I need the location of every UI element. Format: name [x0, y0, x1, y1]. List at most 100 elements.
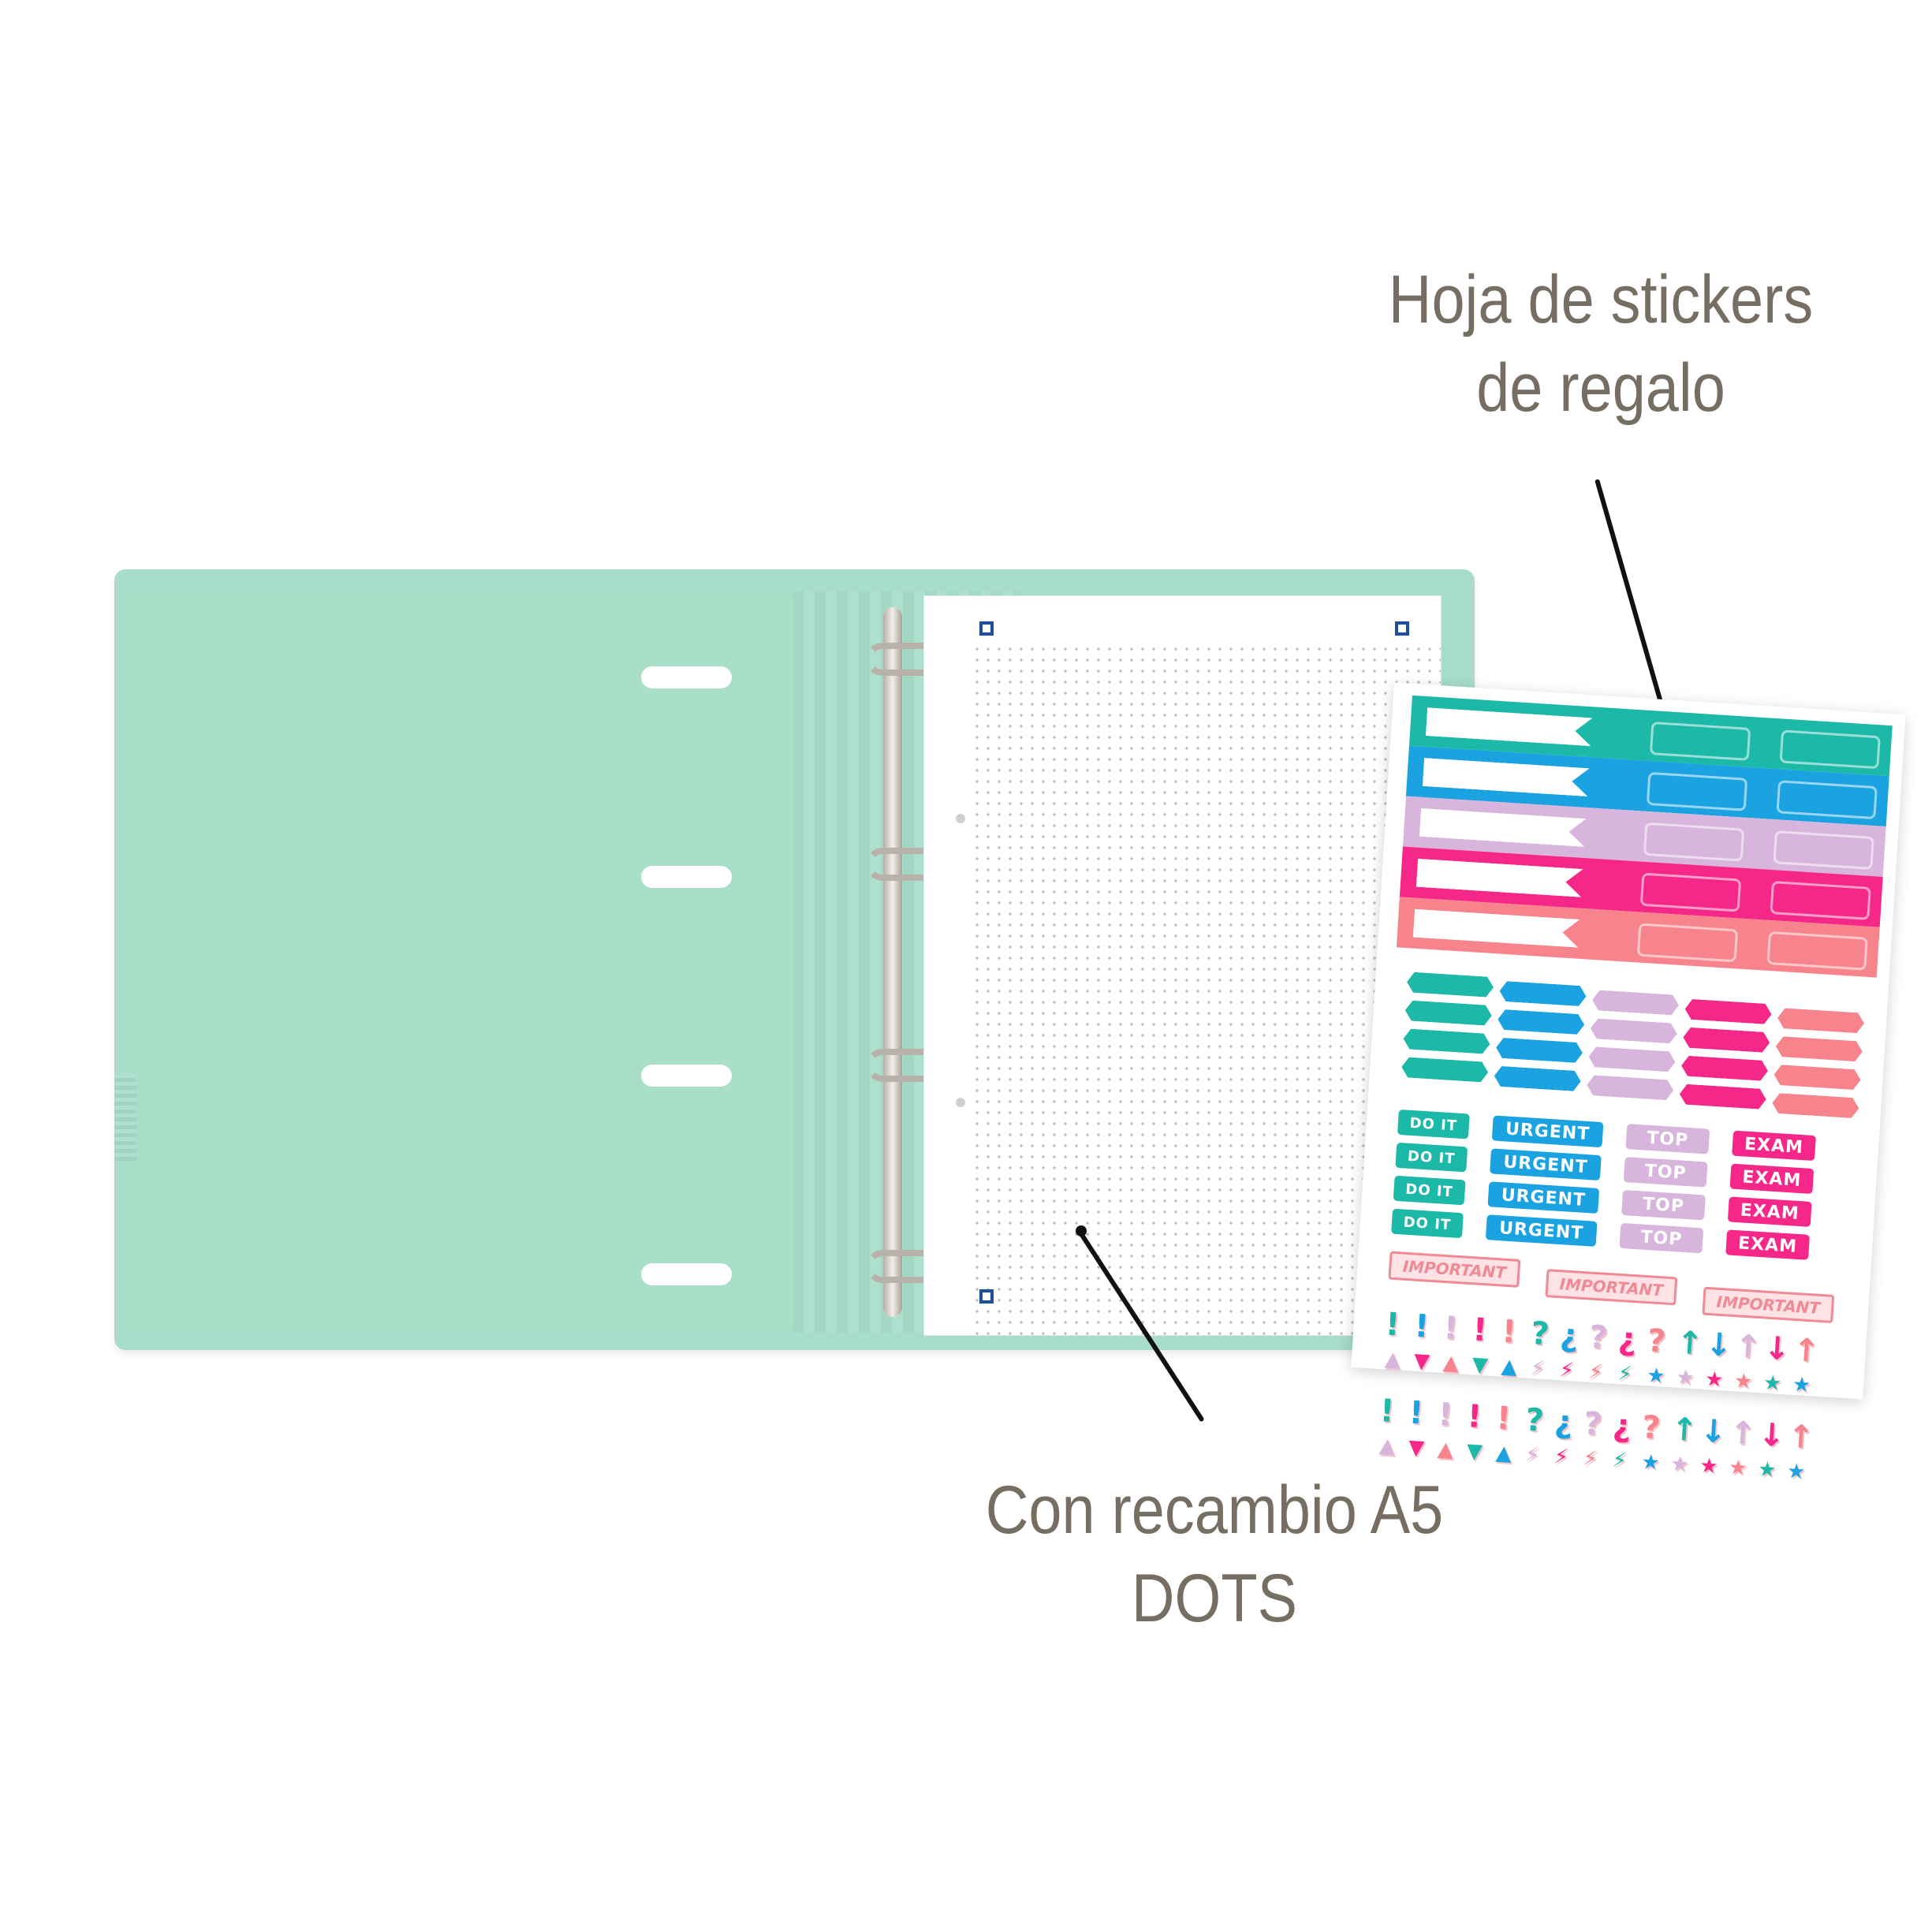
symbol-sticker: !: [1408, 1394, 1425, 1432]
top-sticker: TOP: [1625, 1124, 1710, 1154]
hex-tab-sticker: [1590, 1018, 1677, 1044]
tab-sticker: [1636, 923, 1739, 963]
symbol-sticker: ¿: [1558, 1317, 1580, 1355]
flag-sticker: [1413, 909, 1580, 948]
flag-sticker: [1423, 758, 1590, 796]
flag-sticker: [1416, 859, 1583, 897]
tab-sticker: [1766, 931, 1868, 971]
symbol-sticker: !: [1495, 1400, 1512, 1438]
important-sticker: IMPORTANT: [1388, 1251, 1521, 1288]
symbol-sticker: !: [1471, 1311, 1489, 1349]
tab-sticker: [1770, 881, 1871, 920]
hex-tab-sticker: [1684, 998, 1772, 1024]
symbol-sticker: ?: [1530, 1315, 1551, 1353]
symbol-sticker: !: [1378, 1393, 1396, 1430]
symbol-sticker: ¿: [1611, 1407, 1632, 1445]
symbol-sticker: ¿: [1553, 1404, 1575, 1442]
shape-sticker: ▲: [1442, 1351, 1460, 1376]
hex-tab-sticker: [1777, 1008, 1864, 1034]
shape-sticker: ⚡: [1617, 1362, 1633, 1387]
symbol-sticker: ?: [1646, 1322, 1667, 1360]
shape-sticker: ▼: [1413, 1348, 1430, 1374]
shape-sticker: ▲: [1500, 1354, 1518, 1379]
important-sticker: IMPORTANT: [1545, 1269, 1678, 1306]
stickers-caption-line2: de regalo: [1476, 349, 1725, 426]
hex-tab-sticker: [1497, 1009, 1585, 1035]
symbol-sticker: ↑: [1675, 1324, 1704, 1363]
shape-sticker: ★: [1675, 1365, 1695, 1391]
shape-sticker: ★: [1640, 1450, 1661, 1475]
shape-sticker: ⚡: [1529, 1356, 1546, 1382]
tab-sticker: [1773, 830, 1874, 870]
tab-sticker: [1639, 872, 1742, 912]
hex-tab-sticker: [1494, 1065, 1581, 1091]
tab-sticker: [1779, 729, 1881, 770]
urgent-sticker: URGENT: [1487, 1181, 1600, 1214]
shape-sticker: ★: [1646, 1363, 1666, 1389]
hex-tab-sticker: [1588, 1046, 1676, 1072]
brand-corner-icon: [979, 1289, 994, 1304]
symbol-sticker: ↑: [1786, 1418, 1815, 1456]
cover-slot: [641, 866, 732, 888]
tab-sticker: [1776, 780, 1878, 820]
symbol-sticker: ↑: [1669, 1411, 1699, 1449]
shape-sticker: ⚡: [1524, 1442, 1540, 1468]
cover-slot: [641, 1263, 732, 1285]
symbol-sticker: ↓: [1762, 1330, 1792, 1368]
symbol-sticker: !: [1437, 1396, 1454, 1434]
binder-inner-cover: [130, 591, 793, 1333]
punch-hole: [956, 814, 965, 823]
shape-sticker: ▲: [1437, 1437, 1454, 1463]
symbol-sticker: ↑: [1733, 1328, 1762, 1367]
shape-sticker: ★: [1699, 1453, 1719, 1479]
top-sticker: TOP: [1623, 1157, 1708, 1188]
hex-tab-sticker: [1683, 1027, 1770, 1053]
symbol-sticker: !: [1413, 1307, 1430, 1345]
shape-sticker: ★: [1762, 1371, 1783, 1397]
flag-sticker: [1426, 707, 1593, 746]
symbol-sticker: ↓: [1704, 1326, 1733, 1364]
top-sticker: TOP: [1621, 1189, 1706, 1221]
hex-tab-sticker: [1587, 1075, 1674, 1101]
do-it-sticker: DO IT: [1397, 1109, 1470, 1139]
ring-mechanism: [883, 607, 902, 1317]
shape-sticker: ▲: [1378, 1434, 1397, 1459]
symbol-sticker: ?: [1587, 1318, 1609, 1357]
shape-sticker: ★: [1792, 1372, 1812, 1398]
brand-corner-icon: [1395, 621, 1409, 636]
exam-sticker: EXAM: [1729, 1163, 1815, 1195]
symbol-sticker: ?: [1640, 1409, 1662, 1447]
stickers-caption-line1: Hoja de stickers: [1388, 262, 1814, 338]
shape-sticker: ▼: [1465, 1439, 1483, 1464]
flag-sticker: [1419, 808, 1587, 847]
do-it-sticker: DO IT: [1393, 1175, 1466, 1206]
tab-sticker: [1646, 771, 1748, 811]
cover-slot: [641, 666, 732, 688]
stickers-caption: Hoja de stickers de regalo: [1358, 256, 1844, 433]
tab-sticker: [1649, 722, 1751, 761]
shape-sticker: ⚡: [1582, 1446, 1598, 1471]
hex-tab-sticker: [1679, 1083, 1766, 1110]
punch-hole: [956, 1098, 965, 1107]
hex-tab-sticker: [1495, 1038, 1583, 1064]
dotted-refill-sheet: [924, 596, 1441, 1335]
top-sticker: TOP: [1619, 1222, 1704, 1254]
refill-caption-line2: DOTS: [1131, 1560, 1298, 1636]
symbol-sticker: ?: [1524, 1401, 1546, 1440]
hex-tab-sticker: [1775, 1036, 1863, 1062]
symbol-sticker: !: [1466, 1398, 1483, 1436]
do-it-sticker: DO IT: [1395, 1142, 1468, 1173]
symbol-sticker: ↑: [1728, 1415, 1757, 1453]
shape-sticker: ⚡: [1611, 1448, 1628, 1473]
symbol-sticker: !: [1384, 1306, 1401, 1344]
hex-tab-sticker: [1403, 1028, 1490, 1054]
shape-sticker: ★: [1733, 1369, 1754, 1394]
shape-sticker: ⚡: [1558, 1358, 1575, 1383]
shape-sticker: ★: [1786, 1459, 1807, 1485]
shape-sticker: ▼: [1471, 1352, 1489, 1378]
exam-sticker: EXAM: [1732, 1130, 1816, 1162]
symbol-sticker: ?: [1582, 1405, 1604, 1443]
hex-tab-sticker: [1680, 1055, 1768, 1081]
brand-corner-icon: [979, 621, 994, 636]
tab-sticker: [1643, 822, 1745, 862]
